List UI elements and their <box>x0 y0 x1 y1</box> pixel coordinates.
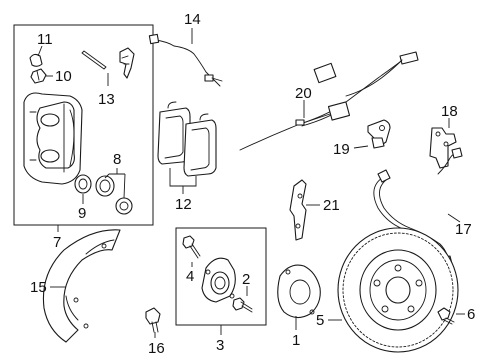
wheel-hub <box>277 264 321 330</box>
callout-17: 17 <box>455 221 472 238</box>
shield-bolt <box>145 307 161 338</box>
caliper-group-box <box>13 24 154 226</box>
callout-9: 9 <box>78 205 86 222</box>
wear-sensor-wire <box>148 28 223 87</box>
callout-2: 2 <box>242 271 250 288</box>
callout-7: 7 <box>53 234 61 251</box>
callout-20: 20 <box>295 85 312 102</box>
piston-and-boot <box>95 168 133 215</box>
callout-5: 5 <box>316 312 324 329</box>
brake-pads <box>157 101 217 194</box>
rotor-screw <box>437 307 465 325</box>
brake-caliper <box>23 92 83 185</box>
bleeder-cap <box>29 45 43 67</box>
hub-bolt <box>182 235 201 267</box>
sensor-wire-bracket <box>289 179 320 241</box>
callout-4: 4 <box>186 268 194 285</box>
callout-21: 21 <box>323 197 340 214</box>
hub-nut <box>232 286 253 313</box>
sensor-harness <box>239 51 419 151</box>
pad-retaining-pin <box>81 47 135 86</box>
piston-seal <box>74 174 92 204</box>
splash-shield <box>42 229 121 343</box>
callout-12: 12 <box>175 196 192 213</box>
hub-bearing-group <box>175 227 267 335</box>
brake-rotor <box>328 227 459 353</box>
callout-6: 6 <box>467 306 475 323</box>
callout-16: 16 <box>148 340 165 357</box>
callout-18: 18 <box>441 103 458 120</box>
bleeder-valve <box>30 68 53 84</box>
callout-1: 1 <box>292 332 300 349</box>
caliper-group <box>13 24 154 226</box>
callout-8: 8 <box>113 151 121 168</box>
callout-19: 19 <box>333 141 350 158</box>
wheel-bearing <box>201 257 236 303</box>
hose-bracket <box>429 118 457 169</box>
callout-13: 13 <box>98 91 115 108</box>
callout-14: 14 <box>184 11 201 28</box>
callout-11: 11 <box>37 31 53 48</box>
callout-15: 15 <box>30 279 47 296</box>
callout-3: 3 <box>216 337 224 354</box>
callout-10: 10 <box>55 68 72 85</box>
abs-wheel-speed-sensor <box>353 119 391 149</box>
